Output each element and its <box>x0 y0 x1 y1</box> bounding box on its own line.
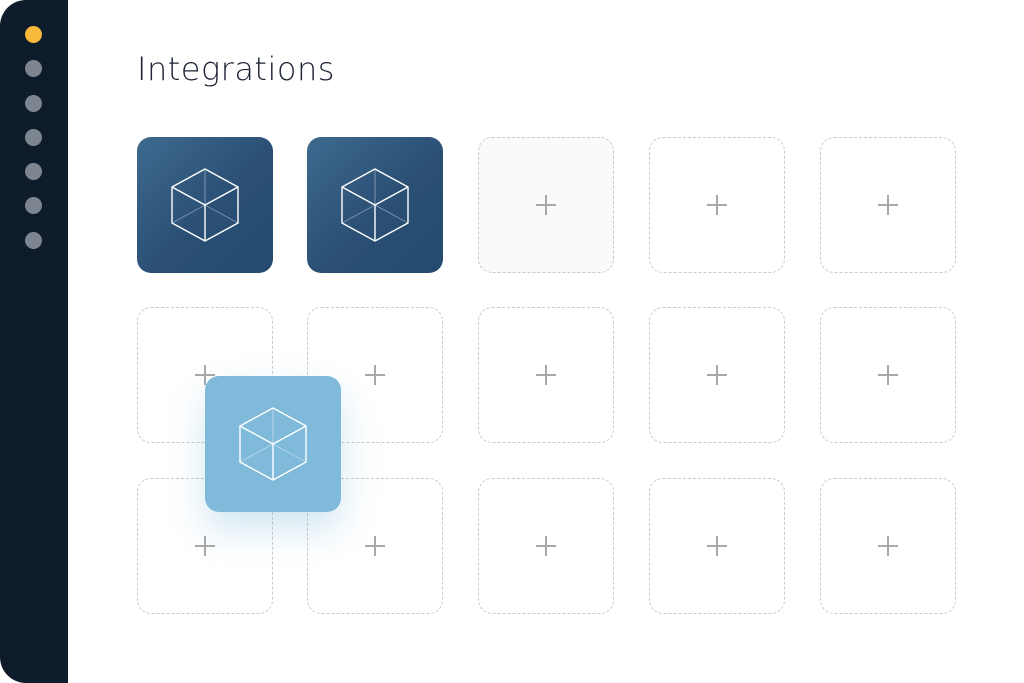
empty-slot[interactable] <box>820 478 956 614</box>
plus-icon <box>365 365 385 385</box>
plus-icon <box>536 195 556 215</box>
plus-icon <box>707 536 727 556</box>
sidebar <box>0 0 68 683</box>
sidebar-item-5[interactable] <box>25 163 42 180</box>
empty-slot[interactable] <box>478 478 614 614</box>
empty-slot[interactable] <box>649 137 785 273</box>
integration-tile-1[interactable] <box>137 137 273 273</box>
sidebar-item-7[interactable] <box>25 232 42 249</box>
plus-icon <box>536 536 556 556</box>
plus-icon <box>878 195 898 215</box>
plus-icon <box>195 536 215 556</box>
empty-slot[interactable] <box>649 307 785 443</box>
integration-tile-2[interactable] <box>307 137 443 273</box>
sidebar-item-4[interactable] <box>25 129 42 146</box>
sidebar-item-2[interactable] <box>25 60 42 77</box>
plus-icon <box>365 536 385 556</box>
sidebar-item-1[interactable] <box>25 26 42 43</box>
plus-icon <box>707 195 727 215</box>
empty-slot[interactable] <box>307 478 443 614</box>
sidebar-item-3[interactable] <box>25 95 42 112</box>
empty-slot[interactable] <box>649 478 785 614</box>
empty-slot[interactable] <box>820 307 956 443</box>
empty-slot[interactable] <box>478 137 614 273</box>
cube-icon <box>239 407 307 481</box>
cube-icon <box>341 168 409 242</box>
plus-icon <box>707 365 727 385</box>
empty-slot[interactable] <box>820 137 956 273</box>
plus-icon <box>878 365 898 385</box>
plus-icon <box>536 365 556 385</box>
empty-slot[interactable] <box>307 307 443 443</box>
cube-icon <box>171 168 239 242</box>
plus-icon <box>195 365 215 385</box>
page-title: Integrations <box>137 50 335 88</box>
sidebar-item-6[interactable] <box>25 197 42 214</box>
dragging-integration-tile[interactable] <box>205 376 341 512</box>
plus-icon <box>878 536 898 556</box>
empty-slot[interactable] <box>478 307 614 443</box>
